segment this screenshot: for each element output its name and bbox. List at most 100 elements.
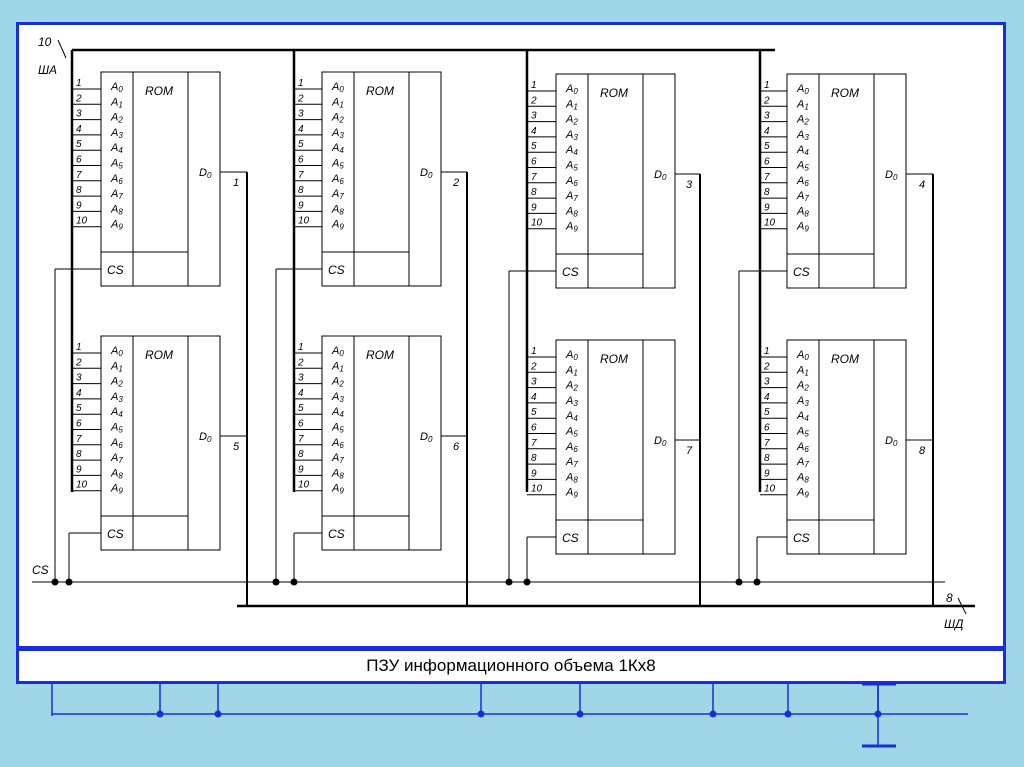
pin-number: 1 bbox=[764, 346, 770, 357]
address-pin-label: A1 bbox=[110, 360, 123, 373]
pin-number: 9 bbox=[298, 464, 304, 475]
address-pin-subscript: 9 bbox=[573, 491, 578, 500]
pin-number: 9 bbox=[764, 202, 770, 213]
address-pin-subscript: 6 bbox=[804, 179, 809, 188]
address-pin-subscript: 7 bbox=[804, 194, 809, 203]
address-pin-subscript: 5 bbox=[573, 430, 578, 439]
address-pin-label: A3 bbox=[331, 127, 344, 140]
address-pin-label: A0 bbox=[565, 83, 578, 96]
pin-number: 6 bbox=[764, 157, 770, 168]
address-pin-subscript: 0 bbox=[339, 349, 344, 358]
address-pin-subscript: 4 bbox=[118, 146, 123, 155]
pin-number: 7 bbox=[76, 170, 82, 181]
address-pin-subscript: 1 bbox=[573, 102, 577, 111]
pin-number: 7 bbox=[764, 438, 770, 449]
address-pin-label: A7 bbox=[110, 452, 123, 465]
pin-number: 1 bbox=[531, 346, 537, 357]
pin-number: 2 bbox=[297, 93, 304, 104]
output-number: 3 bbox=[686, 179, 693, 191]
address-bus-label: ША bbox=[38, 63, 57, 77]
pin-number: 6 bbox=[76, 419, 82, 430]
rom-label: ROM bbox=[831, 352, 859, 366]
address-pin-label: A8 bbox=[796, 205, 809, 218]
pin-number: 8 bbox=[531, 187, 537, 198]
decor-dot bbox=[784, 710, 792, 718]
pin-number: 7 bbox=[76, 434, 82, 445]
pin-number: 8 bbox=[76, 185, 82, 196]
pin-number: 6 bbox=[764, 423, 770, 434]
data-pin-label: D0 bbox=[885, 435, 898, 448]
cs-pin-label: CS bbox=[328, 527, 345, 541]
output-number: 8 bbox=[919, 445, 926, 457]
address-pin-subscript: 7 bbox=[339, 456, 344, 465]
pin-number: 8 bbox=[764, 187, 770, 198]
pin-number: 5 bbox=[531, 407, 537, 418]
pin-number: 3 bbox=[764, 111, 770, 122]
pin-number: 7 bbox=[531, 172, 537, 183]
pin-number: 9 bbox=[76, 200, 82, 211]
address-pin-label: A9 bbox=[565, 221, 578, 234]
address-pin-subscript: 7 bbox=[573, 194, 578, 203]
address-pin-label: A3 bbox=[331, 391, 344, 404]
address-pin-label: A2 bbox=[565, 380, 578, 393]
rom-chip-body bbox=[321, 71, 442, 287]
address-pin-label: A5 bbox=[110, 422, 123, 435]
junction-dot bbox=[753, 578, 761, 586]
address-pin-label: A6 bbox=[331, 437, 344, 450]
address-pin-label: A2 bbox=[565, 114, 578, 127]
data-pin-label: D0 bbox=[885, 169, 898, 182]
address-pin-label: A1 bbox=[796, 364, 809, 377]
address-pin-label: A3 bbox=[565, 395, 578, 408]
data-pin-label: D0 bbox=[420, 431, 433, 444]
pin-number: 8 bbox=[298, 449, 304, 460]
address-pin-subscript: 0 bbox=[804, 87, 809, 96]
address-pin-label: A8 bbox=[565, 471, 578, 484]
address-pin-subscript: 7 bbox=[118, 456, 123, 465]
data-pin-subscript: 0 bbox=[893, 439, 898, 448]
address-pin-label: A6 bbox=[110, 437, 123, 450]
address-bus-width: 10 bbox=[38, 35, 52, 49]
pin-number: 6 bbox=[531, 157, 537, 168]
pin-number: 5 bbox=[298, 139, 304, 150]
address-pin-subscript: 6 bbox=[573, 445, 578, 454]
rom-label: ROM bbox=[600, 86, 628, 100]
address-pin-label: A3 bbox=[565, 129, 578, 142]
decor-dot bbox=[156, 710, 164, 718]
data-pin-label: D0 bbox=[420, 167, 433, 180]
address-pin-subscript: 9 bbox=[339, 223, 344, 232]
address-pin-label: A2 bbox=[110, 376, 123, 389]
rom-chip-body bbox=[100, 71, 221, 287]
address-pin-label: A9 bbox=[331, 219, 344, 232]
address-pin-label: A8 bbox=[796, 471, 809, 484]
address-pin-label: A5 bbox=[331, 422, 344, 435]
address-pin-label: A5 bbox=[565, 160, 578, 173]
pin-number: 7 bbox=[298, 170, 304, 181]
address-pin-label: A7 bbox=[331, 452, 344, 465]
data-pin-subscript: 0 bbox=[207, 171, 212, 180]
address-pin-subscript: 3 bbox=[118, 131, 123, 140]
pin-number: 5 bbox=[764, 141, 770, 152]
address-pin-subscript: 8 bbox=[804, 475, 809, 484]
address-pin-label: A8 bbox=[331, 467, 344, 480]
decor-dot bbox=[709, 710, 717, 718]
address-pin-subscript: 5 bbox=[573, 164, 578, 173]
address-pin-subscript: 9 bbox=[118, 223, 123, 232]
pin-number: 10 bbox=[531, 218, 543, 229]
address-pin-label: A4 bbox=[331, 142, 344, 155]
rom-label: ROM bbox=[145, 84, 173, 98]
address-pin-subscript: 7 bbox=[573, 460, 578, 469]
address-pin-label: A7 bbox=[796, 190, 809, 203]
address-pin-label: A9 bbox=[110, 483, 123, 496]
address-pin-subscript: 0 bbox=[118, 85, 123, 94]
address-pin-label: A5 bbox=[110, 158, 123, 171]
pin-number: 9 bbox=[764, 468, 770, 479]
address-pin-label: A1 bbox=[565, 364, 578, 377]
junction-dot bbox=[290, 578, 298, 586]
pin-number: 4 bbox=[298, 388, 304, 399]
decor-dot bbox=[576, 710, 584, 718]
address-pin-subscript: 3 bbox=[339, 131, 344, 140]
